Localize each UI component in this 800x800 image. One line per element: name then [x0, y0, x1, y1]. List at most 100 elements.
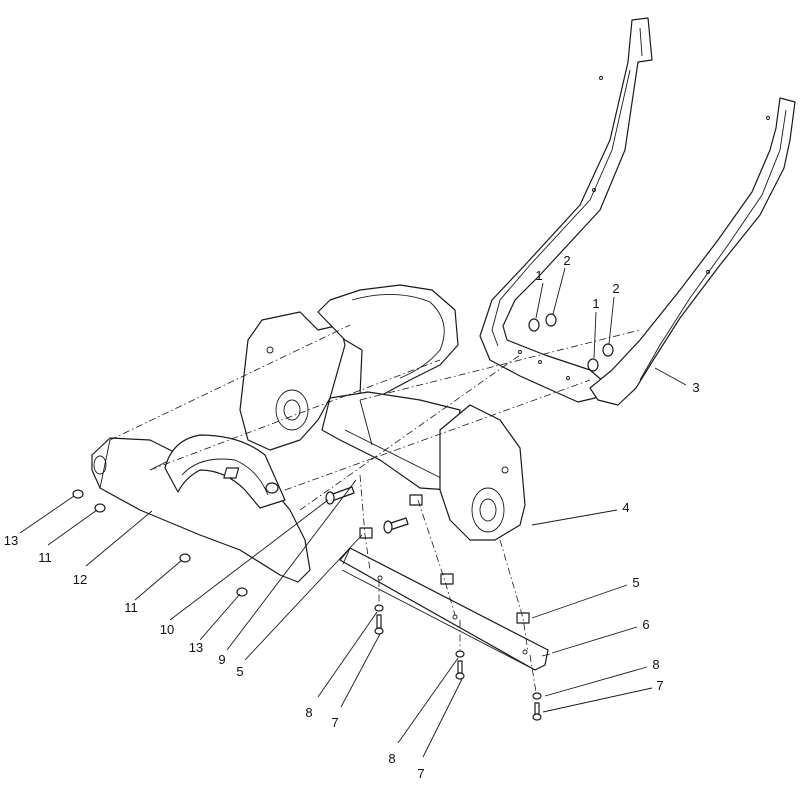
leader-line	[244, 534, 363, 661]
leader-lines	[19, 267, 687, 758]
callout-6: 6	[642, 617, 649, 632]
scraper-bar-face	[341, 547, 551, 671]
handle-fasteners	[528, 313, 614, 372]
axle-bore-right-inner	[479, 498, 497, 522]
shroud-boss	[265, 482, 279, 494]
leader-line	[47, 509, 98, 546]
callout-11: 11	[38, 550, 52, 565]
handle-hole	[599, 76, 603, 80]
bolt	[457, 660, 463, 674]
alignment-line	[109, 324, 351, 441]
alignment-line	[149, 359, 441, 471]
center-panel-edge	[344, 399, 446, 481]
leader-line	[134, 559, 183, 601]
bolt-head	[325, 491, 335, 505]
bolt-head	[455, 672, 465, 680]
alignment-line	[529, 654, 537, 693]
callout-4: 4	[622, 500, 629, 515]
square-nut	[409, 494, 423, 506]
leader-line	[535, 282, 544, 319]
callout-8: 8	[388, 751, 395, 766]
bolt	[534, 702, 540, 715]
handle-hole	[706, 270, 710, 274]
handle-tube-right	[589, 97, 796, 406]
leader-line	[542, 687, 653, 713]
leader-line	[340, 633, 381, 708]
leader-line	[531, 509, 618, 526]
callout-1: 1	[535, 268, 542, 283]
scraper-hole	[377, 575, 383, 581]
handle-tube-right-inner	[639, 109, 787, 381]
scraper-bar-body	[339, 547, 549, 671]
leader-line	[199, 593, 241, 641]
callout-1: 1	[592, 296, 599, 311]
handle-hole	[538, 360, 542, 364]
bolt-head	[374, 627, 384, 635]
callout-2: 2	[563, 253, 570, 268]
carriage-bolt	[528, 318, 540, 332]
callout-2: 2	[612, 281, 619, 296]
handle-tube-left-inner	[491, 27, 643, 347]
housing-top-shroud	[317, 284, 459, 396]
leader-line	[608, 296, 615, 345]
axle-bore-left-inner	[283, 399, 301, 421]
leader-line	[544, 666, 648, 697]
washer	[374, 604, 384, 612]
callout-11: 11	[124, 600, 138, 615]
alignment-line	[499, 539, 529, 653]
scraper-bar	[339, 547, 551, 671]
callout-3: 3	[692, 380, 699, 395]
square-nut	[440, 573, 454, 585]
leader-line	[422, 678, 463, 758]
handle-tube-left	[479, 17, 653, 403]
handle-assembly	[479, 17, 796, 406]
callout-7: 7	[417, 766, 424, 781]
leader-line	[19, 495, 75, 534]
rear-beam-end-cap	[93, 455, 107, 475]
housing-hole	[266, 346, 274, 354]
callout-8: 8	[305, 705, 312, 720]
handle-hole	[518, 350, 522, 354]
alignment-line	[359, 329, 641, 401]
lower-half-shroud-inner	[181, 458, 269, 496]
callout-12: 12	[73, 572, 87, 587]
leader-line	[85, 510, 153, 567]
leader-line	[654, 367, 687, 386]
leader-line	[531, 584, 628, 619]
callout-13: 13	[189, 640, 203, 655]
flange-screw	[236, 587, 248, 597]
leader-line	[226, 479, 357, 651]
leader-line	[552, 267, 566, 315]
housing-hole	[501, 466, 509, 474]
leader-line	[317, 611, 378, 698]
callout-10: 10	[160, 622, 174, 637]
leader-line	[551, 626, 638, 654]
flange-screw	[179, 553, 191, 563]
housing-center-panel	[321, 391, 461, 491]
square-nut	[223, 467, 240, 479]
handle-hole	[766, 116, 770, 120]
carriage-bolt	[587, 358, 599, 372]
leader-line	[593, 311, 597, 359]
alignment-line	[299, 354, 521, 511]
washer	[455, 650, 465, 658]
callout-5: 5	[632, 575, 639, 590]
flange-screw	[94, 503, 106, 513]
square-nut	[516, 612, 530, 624]
callout-7: 7	[656, 678, 663, 693]
callout-9: 9	[218, 652, 225, 667]
housing-right-side-plate	[439, 404, 526, 541]
alignment-line	[359, 474, 371, 571]
alignment-line	[284, 379, 591, 491]
rear-beam	[91, 434, 311, 583]
bolt-head	[383, 520, 393, 534]
callout-5: 5	[236, 664, 243, 679]
handle-hole	[566, 376, 570, 380]
callout-7: 7	[331, 715, 338, 730]
callout-13: 13	[4, 533, 18, 548]
shroud-inner-curve	[351, 294, 445, 379]
scraper-hole	[522, 649, 528, 655]
flange-screw	[72, 489, 84, 499]
